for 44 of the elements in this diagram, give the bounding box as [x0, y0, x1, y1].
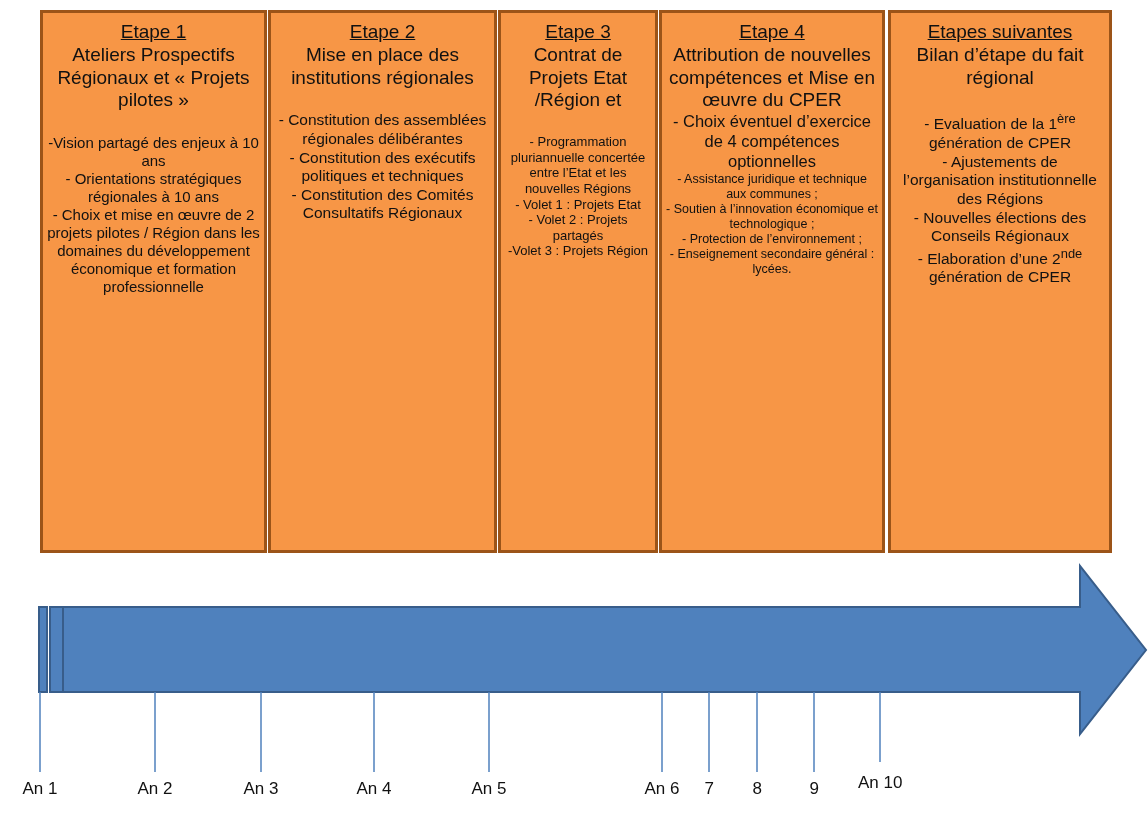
stage-heading: Etape 3: [544, 21, 612, 44]
stage-card: [659, 10, 885, 553]
stage-bullet: - Evaluation de la 1$^{ère}$ génération de CPER: [923, 111, 1077, 153]
stage-bullet: -Vision partagé des enjeux à 10 ans: [47, 134, 260, 171]
stage-heading: Etape 1: [119, 21, 188, 44]
year-label: An 3: [243, 779, 279, 799]
stage-bullet: - Protection de l’environnement ;: [681, 231, 863, 247]
year-label: An 6: [644, 779, 680, 799]
stage-heading: Etapes suivantes: [926, 21, 1074, 44]
stage-bullet: - Nouvelles élections des Conseils Régionaux: [912, 208, 1088, 246]
year-label: An 1: [22, 779, 58, 799]
stage-bullet: - Constitution des exécutifs politiques et techniques: [288, 148, 477, 186]
stage-title: Ateliers Prospectifs Régionaux et « Projets pilotes »: [56, 43, 251, 113]
year-label: 7: [704, 779, 714, 799]
stage-bullet: - Assistance juridique et technique aux communes ;: [676, 171, 868, 202]
stage-card: [40, 10, 267, 553]
stage-bullet: - Volet 2 : Projets partagés: [527, 212, 629, 244]
stage-heading: Etape 2: [348, 21, 417, 44]
stage-title: Bilan d’étape du fait régional: [915, 43, 1085, 90]
stage-title: Attribution de nouvelles compétences et Mise en œuvre du CPER: [668, 43, 876, 113]
stage-bullet: - Enseignement secondaire général : lycées.: [668, 246, 876, 277]
stage-bullet: - Constitution des assemblées régionales délibérantes: [277, 111, 488, 149]
stage-bullet: - Ajustements de l’organisation institutionnelle des Régions: [902, 152, 1098, 209]
year-label: An 4: [356, 779, 392, 799]
stage-title: Mise en place des institutions régionales: [290, 43, 475, 90]
stage-card: [268, 10, 497, 553]
stage-card: [498, 10, 658, 553]
stage-bullet: - Volet 1 : Projets Etat: [514, 196, 642, 213]
year-label: An 10: [858, 773, 903, 793]
stage-bullet: - Choix et mise en œuvre de 2 projets pilotes / Région dans les domaines du développement économique et formation professionnelle: [47, 206, 260, 297]
stage-bullet: - Constitution des Comités Consultatifs Régionaux: [290, 185, 475, 223]
year-label: 9: [809, 779, 819, 799]
stage-card: [888, 10, 1112, 553]
stage-bullet: - Soutien à l’innovation économique et technologique ;: [666, 201, 878, 232]
year-label: An 2: [137, 779, 173, 799]
year-label: An 5: [471, 779, 507, 799]
stage-title: Contrat de Projets Etat /Région et: [527, 43, 629, 113]
year-label: 8: [752, 779, 762, 799]
stage-bullet: - Choix éventuel d’exercice de 4 compétences optionnelles: [671, 112, 873, 172]
stage-bullet: -Volet 3 : Projets Région: [506, 243, 650, 259]
stage-bullet: - Programmation pluriannuelle concertée entre l’Etat et les nouvelles Régions: [509, 134, 647, 197]
stage-heading: Etape 4: [738, 21, 806, 44]
stage-bullet: - Orientations stratégiques régionales à 10 ans: [64, 170, 243, 207]
stage-bullet: - Elaboration d’une 2$^{nde}$ génération de CPER: [916, 245, 1084, 288]
